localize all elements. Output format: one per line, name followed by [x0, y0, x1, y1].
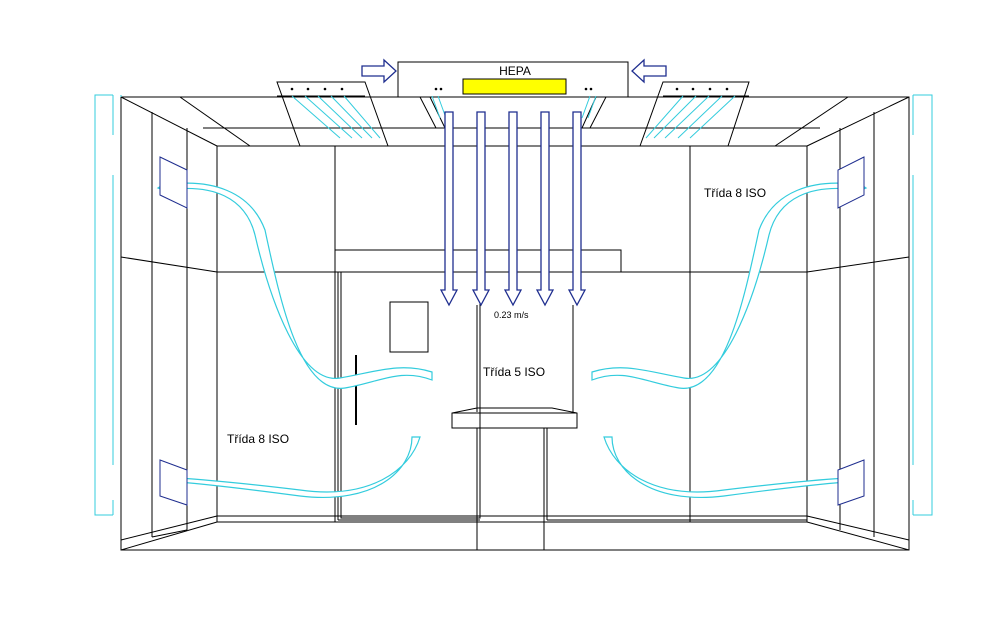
down-arrow-icon [471, 111, 491, 307]
down-arrow-icon [567, 111, 587, 307]
class-center-label: Třída 5 ISO [483, 365, 545, 379]
return-grilles [159, 156, 865, 506]
right-left-arrow-icon [361, 58, 667, 84]
ceiling-diffuser-right [639, 81, 750, 147]
velocity-label: 0.23 m/s [494, 310, 529, 320]
supply-down-arrow-icons [439, 111, 587, 307]
down-arrow-icon [535, 111, 555, 307]
class-left-label: Třída 8 ISO [227, 432, 289, 446]
hepa-unit: HEPA [397, 61, 629, 129]
hepa-label: HEPA [499, 64, 531, 78]
ceiling-diffuser-left [276, 81, 389, 147]
down-arrow-icon [439, 111, 459, 307]
down-arrow-icon [503, 111, 523, 307]
class-right-label: Třída 8 ISO [704, 186, 766, 200]
hepa-filter [462, 78, 567, 95]
side-return-ducts [94, 94, 933, 516]
room-structure [120, 96, 910, 551]
